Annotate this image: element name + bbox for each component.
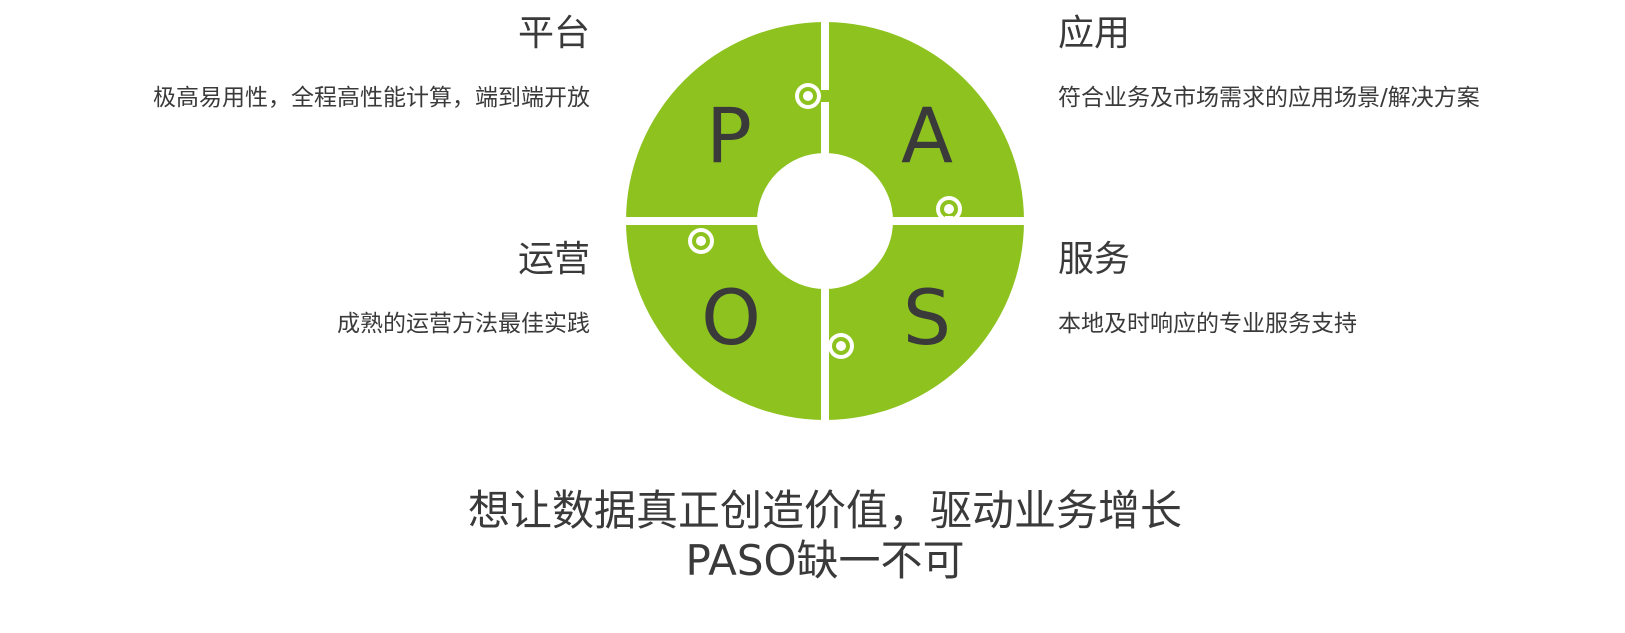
application-title: 应用 <box>1058 13 1131 54</box>
platform-block: 平台 极高易用性，全程高性能计算，端到端开放 <box>30 14 590 112</box>
service-description: 本地及时响应的专业服务支持 <box>1058 311 1357 337</box>
letter-s: S <box>903 273 951 362</box>
operation-title: 运营 <box>517 239 590 280</box>
service-title: 服务 <box>1058 239 1131 280</box>
letter-p: P <box>706 91 752 180</box>
puzzle-tab-right <box>936 196 962 224</box>
puzzle-tab-left <box>688 228 714 254</box>
platform-description: 极高易用性，全程高性能计算，端到端开放 <box>153 85 590 111</box>
letter-a: A <box>901 91 953 180</box>
puzzle-tab-bottom <box>821 333 854 359</box>
platform-title: 平台 <box>517 13 590 54</box>
operation-description: 成熟的运营方法最佳实践 <box>337 311 590 337</box>
puzzle-tab-top <box>795 83 830 109</box>
service-block: 服务 本地及时响应的专业服务支持 <box>1058 240 1618 338</box>
operation-block: 运营 成熟的运营方法最佳实践 <box>30 240 590 338</box>
letter-o: O <box>701 273 761 362</box>
slogan-line-1: 想让数据真正创造价值，驱动业务增长 <box>467 486 1182 535</box>
puzzle-ring <box>626 22 1024 420</box>
slogan: 想让数据真正创造价值，驱动业务增长 PASO缺一不可 <box>0 486 1625 586</box>
slogan-line-2: PASO缺一不可 <box>685 536 965 585</box>
application-block: 应用 符合业务及市场需求的应用场景/解决方案 <box>1058 14 1618 112</box>
paso-puzzle-diagram: P A O S <box>626 22 1024 420</box>
application-description: 符合业务及市场需求的应用场景/解决方案 <box>1058 85 1480 111</box>
